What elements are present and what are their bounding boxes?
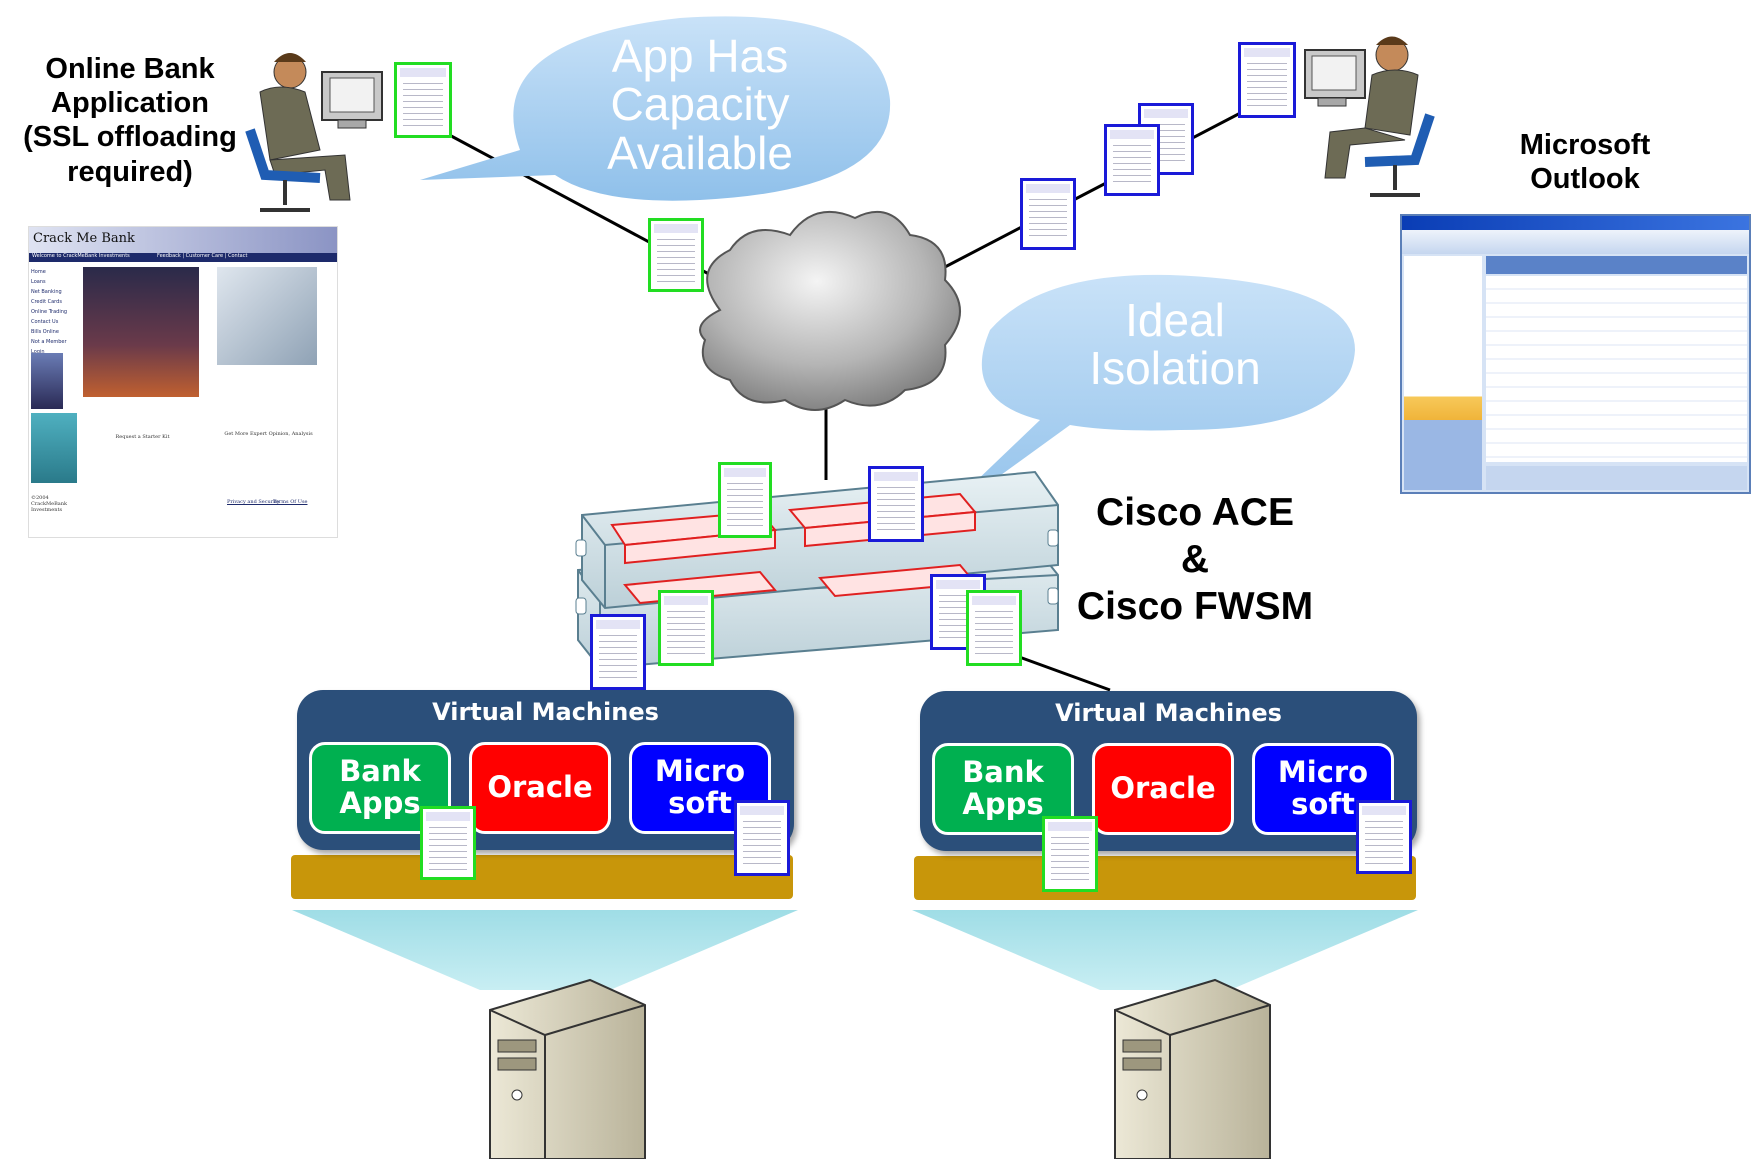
bank-site-menu: Home Loans Net Banking Credit Cards Onli… (31, 267, 75, 357)
vm-bank-apps: Bank Apps (309, 742, 451, 834)
outlook-statusbar (1486, 466, 1747, 490)
document-icon (718, 462, 772, 538)
user-workstation-icon (245, 53, 383, 212)
document-icon (648, 218, 704, 292)
bank-site-terms-link: Terms Of Use (273, 499, 308, 505)
cisco-label: Cisco ACE & Cisco FWSM (1076, 491, 1314, 628)
microsoft-outlook-label: Microsoft Outlook (1519, 129, 1651, 196)
bank-site-photo-people (217, 267, 317, 365)
server-tower-icon (489, 978, 646, 1159)
bank-site-title: Crack Me Bank (33, 231, 135, 246)
bank-site-photo-city (83, 267, 199, 397)
vm-oracle: Oracle (1092, 743, 1234, 835)
bank-site-starter-kit: Request a Starter Kit (115, 434, 170, 440)
document-icon (1356, 800, 1412, 874)
outlook-folder-header (1486, 256, 1747, 274)
vm-group-title: Virtual Machines (432, 698, 659, 726)
bank-site-navbar: Welcome to CrackMeBank Investments Feedb… (29, 253, 337, 262)
user-workstation-icon (1304, 36, 1435, 197)
document-icon (658, 590, 714, 666)
document-icon (1020, 178, 1076, 250)
bank-site-expert: Get More Expert Opinion, Analysis (224, 431, 313, 437)
server-tower-icon (1114, 978, 1271, 1159)
vm-group-left: Virtual Machines Bank Apps Oracle Micro … (297, 690, 794, 850)
outlook-titlebar (1402, 216, 1749, 230)
hypervisor-bar-right (914, 856, 1416, 900)
document-icon (1104, 124, 1160, 196)
outlook-screenshot (1400, 214, 1751, 494)
capacity-bubble-text: App Has Capacity Available (607, 30, 793, 179)
isolation-bubble-shape (925, 274, 1355, 530)
vm-bank-apps: Bank Apps (932, 743, 1074, 835)
capacity-bubble-shape (420, 16, 891, 201)
online-bank-label: Online Bank Application (SSL offloading … (23, 53, 237, 188)
menu-item: Contact Us (31, 319, 59, 325)
bank-website-screenshot: Crack Me Bank Welcome to CrackMeBank Inv… (28, 226, 338, 538)
bank-site-photo-man (31, 353, 63, 409)
menu-item: Not a Member (31, 339, 67, 345)
server-beams (292, 910, 1418, 990)
outlook-message-list (1486, 276, 1747, 462)
bank-site-header: Crack Me Bank (29, 227, 337, 253)
menu-item: Login (31, 349, 45, 355)
menu-item: Net Banking (31, 289, 62, 295)
cloud-icon (699, 210, 961, 411)
vm-group-title: Virtual Machines (1055, 699, 1282, 727)
bank-site-copyright: ©2004 CrackMeBank Investments (31, 495, 68, 513)
document-icon (734, 800, 790, 876)
document-icon (1042, 816, 1098, 892)
bank-site-nav-left: Welcome to CrackMeBank Investments (32, 253, 130, 259)
vm-oracle: Oracle (469, 742, 611, 834)
menu-item: Home (31, 269, 46, 275)
bank-site-nav-right: Feedback | Customer Care | Contact (157, 253, 248, 259)
bank-site-photo-dollar (31, 413, 77, 483)
menu-item: Loans (31, 279, 46, 285)
outlook-nav-pane (1404, 256, 1482, 490)
document-icon (394, 62, 452, 138)
document-icon (590, 614, 646, 690)
document-icon (420, 806, 476, 880)
menu-item: Online Trading (31, 309, 68, 315)
bank-site-privacy-link: Privacy and Security (227, 499, 280, 505)
document-icon (1238, 42, 1296, 118)
outlook-toolbar (1402, 230, 1749, 254)
vm-group-right: Virtual Machines Bank Apps Oracle Micro … (920, 691, 1417, 851)
document-icon (868, 466, 924, 542)
menu-item: Bills Online (31, 329, 59, 335)
menu-item: Credit Cards (31, 299, 62, 305)
document-icon (966, 590, 1022, 666)
isolation-bubble-text: Ideal Isolation (1089, 294, 1261, 395)
hypervisor-bar-left (291, 855, 793, 899)
